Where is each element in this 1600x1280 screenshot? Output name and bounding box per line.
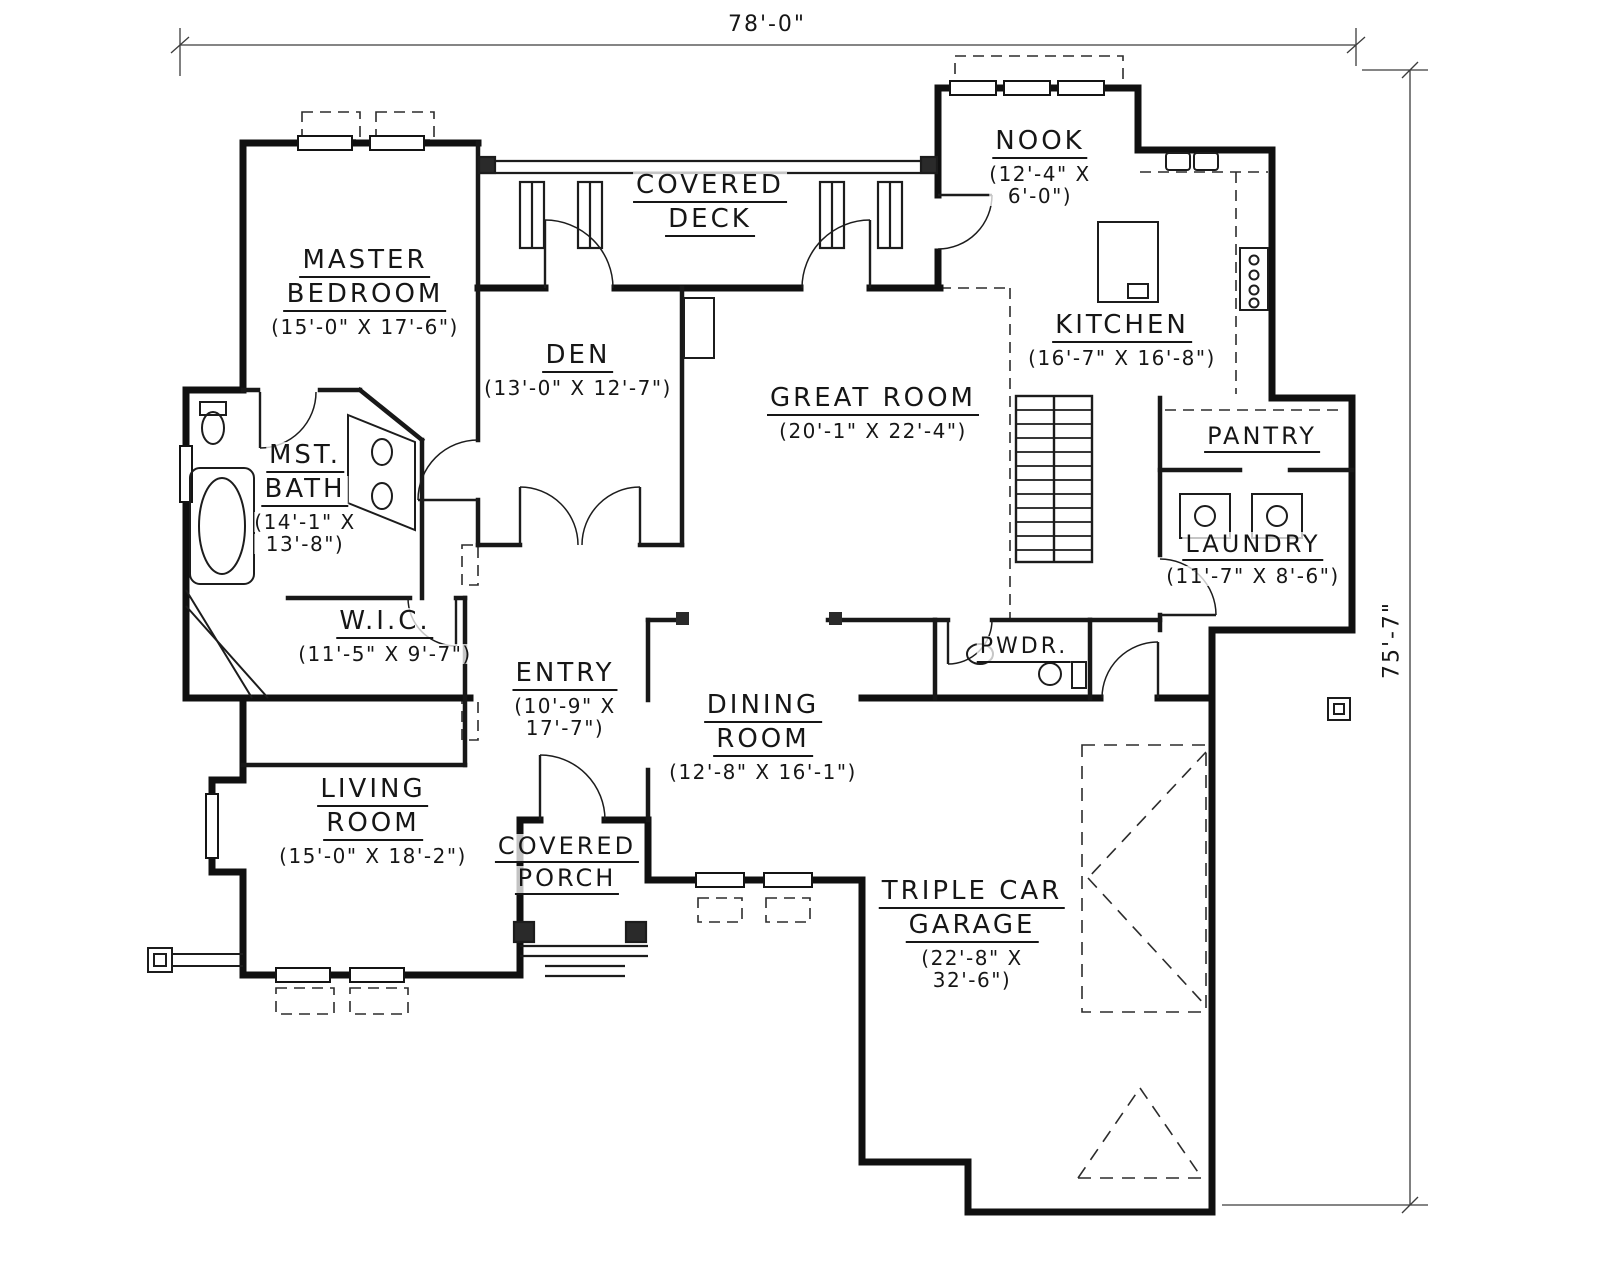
room-name: KITCHEN [1052, 312, 1192, 343]
room-size: 17'-7") [512, 718, 618, 738]
room-name: PANTRY [1204, 424, 1320, 453]
walk-post-inner [153, 953, 167, 967]
walk-post [147, 947, 173, 973]
toilet-bowl [201, 411, 225, 445]
room-label-entry: ENTRY (10'-9" X 17'-7") [512, 660, 618, 738]
den-chase [683, 297, 715, 359]
room-label-covered-deck: COVERED DECK [633, 172, 787, 240]
burner [1248, 269, 1260, 281]
washer-door [1194, 505, 1216, 527]
room-label-living-room: LIVING ROOM (15'-0" X 18'-2") [279, 776, 467, 866]
toilet-tank [199, 401, 227, 416]
dryer-door [1266, 505, 1288, 527]
room-name: PWDR. [976, 636, 1072, 663]
burner [1248, 254, 1260, 266]
kitchen-sink-right [1193, 152, 1219, 171]
room-label-mst-bath: MST. BATH (14'-1" X 13'-8") [254, 442, 356, 554]
powder-toilet-tank [1071, 661, 1087, 689]
room-label-powder: PWDR. [976, 636, 1072, 666]
shower-glass [185, 605, 269, 699]
room-name: LIVING [317, 776, 429, 807]
room-label-dining-room: DINING ROOM (12'-8" X 16'-1") [669, 692, 857, 782]
room-size: (20'-1" X 22'-4") [767, 421, 979, 441]
overall-height-dimension: 75'-7" [1379, 600, 1405, 680]
room-name: BATH [261, 476, 349, 507]
room-name: PORCH [514, 866, 620, 895]
room-name: COVERED [494, 834, 640, 863]
room-size: (15'-0" X 17'-6") [271, 315, 459, 339]
room-label-nook: NOOK (12'-4" X 6'-0") [989, 128, 1091, 206]
room-name: DECK [665, 206, 755, 237]
room-name: NOOK [992, 128, 1088, 159]
room-size: (12'-8" X 16'-1") [669, 760, 857, 784]
room-name: DINING [703, 692, 823, 723]
room-label-wic: W.I.C. (11'-5" X 9'-7") [298, 608, 472, 666]
windows [179, 80, 1105, 983]
room-name: MASTER [299, 247, 431, 278]
garage-door-lines [1077, 744, 1207, 1179]
fixtures [147, 152, 1351, 973]
bathtub [189, 467, 255, 585]
dimension-lines [170, 28, 1428, 1214]
room-size: (16'-7" X 16'-8") [1028, 346, 1216, 370]
door-leaves [258, 193, 1216, 820]
powder-toilet [1038, 662, 1062, 686]
room-size: 32'-6") [878, 970, 1066, 990]
shower-wall [185, 589, 253, 699]
island-sink [1127, 283, 1149, 299]
room-size: 6'-0") [989, 186, 1091, 206]
bathtub-basin [198, 477, 246, 575]
vanity-counter [347, 413, 416, 532]
vanity-sink-1 [371, 438, 393, 466]
kitchen-island [1097, 221, 1159, 303]
room-name: DEN [542, 342, 614, 373]
range [1239, 247, 1269, 311]
room-name: GREAT ROOM [767, 385, 979, 416]
room-size: (12'-4" X [989, 162, 1091, 186]
room-name: TRIPLE CAR [878, 878, 1066, 909]
room-size: (14'-1" X [254, 510, 356, 534]
kitchen-sink-left [1165, 152, 1191, 171]
room-size: (13'-0" X 12'-7") [484, 376, 672, 400]
room-label-kitchen: KITCHEN (16'-7" X 16'-8") [1028, 312, 1216, 368]
room-name: LAUNDRY [1182, 532, 1324, 561]
room-label-den: DEN (13'-0" X 12'-7") [484, 342, 672, 398]
room-name: ROOM [323, 810, 423, 841]
room-name: BEDROOM [283, 281, 447, 312]
room-label-laundry: LAUNDRY (11'-7" X 8'-6") [1166, 532, 1340, 588]
opening-columns [676, 612, 842, 625]
overall-width-dimension: 78'-0" [727, 12, 807, 37]
room-name: ENTRY [512, 660, 618, 691]
room-name: MST. [265, 442, 344, 473]
staircase [1014, 394, 1094, 564]
room-label-garage: TRIPLE CAR GARAGE (22'-8" X 32'-6") [878, 878, 1066, 990]
room-name: W.I.C. [336, 608, 434, 639]
vanity-sink-2 [371, 482, 393, 510]
burner [1248, 284, 1260, 296]
room-name: GARAGE [905, 912, 1039, 943]
room-size: (11'-5" X 9'-7") [298, 642, 472, 666]
room-size: (11'-7" X 8'-6") [1166, 564, 1340, 588]
dashed-overhead-lines [275, 55, 1345, 1015]
room-label-pantry: PANTRY [1204, 424, 1320, 456]
room-size: (22'-8" X [878, 948, 1066, 968]
yard-pad [1327, 697, 1351, 721]
room-size: 13'-8") [254, 534, 356, 554]
room-size: (15'-0" X 18'-2") [279, 844, 467, 868]
room-name: ROOM [713, 726, 813, 757]
interior-walls [240, 140, 1355, 823]
yard-pad-inner [1333, 703, 1345, 715]
room-label-great-room: GREAT ROOM (20'-1" X 22'-4") [767, 385, 979, 441]
room-size: (10'-9" X [512, 694, 618, 718]
room-label-covered-porch: COVERED PORCH [494, 834, 640, 898]
burner [1248, 297, 1260, 309]
room-label-master-bedroom: MASTER BEDROOM (15'-0" X 17'-6") [271, 247, 459, 337]
room-name: COVERED [633, 172, 787, 203]
porch-structure [512, 920, 648, 978]
